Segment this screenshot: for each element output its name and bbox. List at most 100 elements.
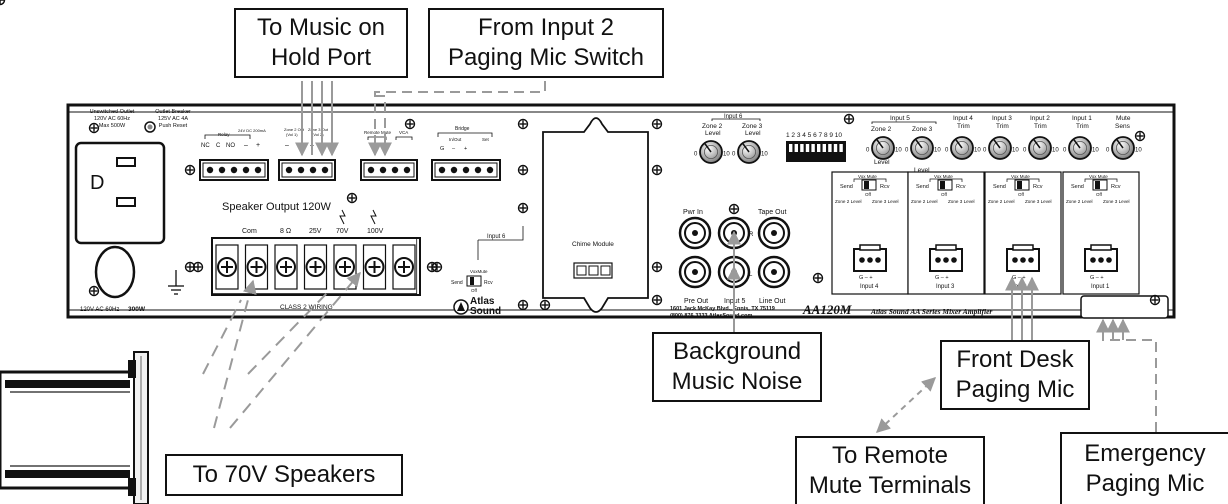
terminal-pin bbox=[254, 166, 262, 174]
input4-trim-l1: Input 4 bbox=[953, 115, 973, 122]
callout-music-on-hold: To Music on Hold Port bbox=[234, 8, 408, 78]
screw-icon bbox=[843, 113, 855, 125]
zone3-level-small: Zone 3 Level bbox=[1103, 199, 1130, 204]
terminal-70v: 70V bbox=[336, 228, 349, 235]
connector-pin bbox=[951, 257, 957, 263]
outlet-letter: D bbox=[90, 172, 104, 194]
outlet-breaker: Outlet Breaker 125V AC 4A Push Reset bbox=[144, 109, 191, 133]
pre-out-label: Pre Out bbox=[684, 298, 708, 305]
rca-jacks: Pwr In Tape Out Pre Out Input 5 Line Out… bbox=[670, 203, 791, 319]
in6-zone3: Zone 3 bbox=[742, 123, 763, 130]
knob-max-label: 10 bbox=[1135, 147, 1142, 153]
knob-max-label: 10 bbox=[761, 151, 768, 157]
zone3-level-small: Zone 3 Level bbox=[872, 199, 899, 204]
callout-remote-line2: Mute Terminals bbox=[808, 472, 972, 499]
rca-jack bbox=[678, 255, 712, 289]
screw-icon bbox=[651, 164, 663, 176]
connector-pin bbox=[1090, 257, 1096, 263]
zone2-out-sub: (Vol 1) bbox=[286, 132, 298, 137]
terminal-pin bbox=[462, 166, 470, 174]
zone3-level-label2: Level bbox=[914, 167, 930, 174]
rcv-label: Rcv bbox=[484, 280, 493, 286]
gmp-label: G – + bbox=[1090, 275, 1104, 281]
speaker-terminal bbox=[274, 244, 298, 290]
input5-group-label: Input 5 bbox=[890, 115, 910, 122]
terminal-block bbox=[360, 159, 418, 181]
model-branding: AA120M Atlas Sound AA Series Mixer Ampli… bbox=[802, 302, 992, 317]
knob-max-label: 10 bbox=[1092, 147, 1099, 153]
rotary-knob: 0 10 bbox=[694, 140, 730, 164]
terminal-com: Com bbox=[242, 228, 257, 235]
terminal-pin bbox=[297, 166, 305, 174]
dip-key bbox=[828, 144, 832, 152]
screw-icon bbox=[651, 261, 663, 273]
remote-mute-label: Remote Mute bbox=[364, 130, 392, 135]
connection-lines bbox=[202, 81, 1157, 433]
callout-remote-line1: To Remote bbox=[831, 442, 949, 469]
input4-trim-l2: Trim bbox=[957, 123, 970, 130]
screw-icon bbox=[517, 164, 529, 176]
off-label: Off bbox=[1096, 192, 1103, 197]
speaker-terminal bbox=[215, 244, 239, 290]
terminal-pin bbox=[321, 166, 329, 174]
breaker-line3: Push Reset bbox=[159, 123, 188, 129]
screw-icon bbox=[184, 261, 196, 273]
zone2-level-small: Zone 2 Level bbox=[835, 199, 862, 204]
callout-front-desk-mic: Front Desk Paging Mic bbox=[940, 340, 1090, 410]
channel-name: Input 3 bbox=[936, 284, 955, 290]
callout-front-desk-line2: Paging Mic bbox=[955, 376, 1075, 403]
screw-icon bbox=[812, 272, 824, 284]
bridge-label: Bridge bbox=[455, 126, 470, 132]
callout-input2-line2: Paging Mic Switch bbox=[447, 44, 645, 71]
knob-min-label: 0 bbox=[983, 147, 987, 153]
emergency-mic-bracket bbox=[1080, 295, 1169, 319]
knob-min-label: 0 bbox=[1106, 147, 1110, 153]
zone2-level-small: Zone 2 Level bbox=[1066, 199, 1093, 204]
unswitched-outlet-line2: 120V AC 60Hz bbox=[94, 116, 130, 122]
svg-text:+: + bbox=[256, 142, 260, 149]
knob-max-label: 10 bbox=[723, 151, 730, 157]
zone3-level-small: Zone 3 Level bbox=[1025, 199, 1052, 204]
model-description: Atlas Sound AA Series Mixer Amplifier bbox=[870, 307, 992, 316]
terminal-8ohm: 8 Ω bbox=[280, 228, 291, 235]
rcv-label: Rcv bbox=[1111, 184, 1121, 190]
svg-text:–: – bbox=[285, 142, 289, 149]
in6-zone2-level: Level bbox=[705, 130, 721, 137]
screw-icon bbox=[651, 118, 663, 130]
breaker-line1: Outlet Breaker bbox=[155, 109, 191, 115]
callout-bg-line1: Background bbox=[672, 338, 802, 365]
channel-name: Input 4 bbox=[860, 284, 879, 290]
connector-pin bbox=[1106, 257, 1112, 263]
dip-key bbox=[805, 144, 810, 152]
terminal-pin bbox=[230, 166, 238, 174]
terminal-100v: 100V bbox=[367, 228, 384, 235]
power-cord-entry: 120V AC 60Hz 300W bbox=[80, 245, 184, 313]
input3-trim-l2: Trim bbox=[996, 123, 1009, 130]
brand-sound: Sound bbox=[470, 306, 501, 317]
connector-pin bbox=[943, 257, 949, 263]
input6-voxmute: Input 6 VoxMute Send Rcv Off bbox=[451, 226, 524, 293]
terminal-pin bbox=[486, 166, 494, 174]
terminal-block bbox=[199, 159, 269, 181]
zone2-level-small: Zone 2 Level bbox=[911, 199, 938, 204]
connector-pin bbox=[867, 257, 873, 263]
chime-module: Chime Module bbox=[542, 117, 649, 313]
zone2-level-small: Zone 2 Level bbox=[988, 199, 1015, 204]
connector-pin bbox=[935, 257, 941, 263]
bridge-plus: + bbox=[464, 146, 467, 152]
knob-min-label: 0 bbox=[1063, 147, 1067, 153]
vox-mute-label: Vox Mute bbox=[1089, 174, 1108, 179]
connector-pin bbox=[1012, 257, 1018, 263]
callout-music-on-hold-line2: Hold Port bbox=[270, 44, 372, 71]
pwr-in-label: Pwr In bbox=[683, 209, 703, 216]
knob-min-label: 0 bbox=[694, 151, 698, 157]
terminal-pin bbox=[450, 166, 458, 174]
zone3-level-small: Zone 3 Level bbox=[948, 199, 975, 204]
screw-icon bbox=[88, 122, 100, 134]
terminal-pin bbox=[285, 166, 293, 174]
